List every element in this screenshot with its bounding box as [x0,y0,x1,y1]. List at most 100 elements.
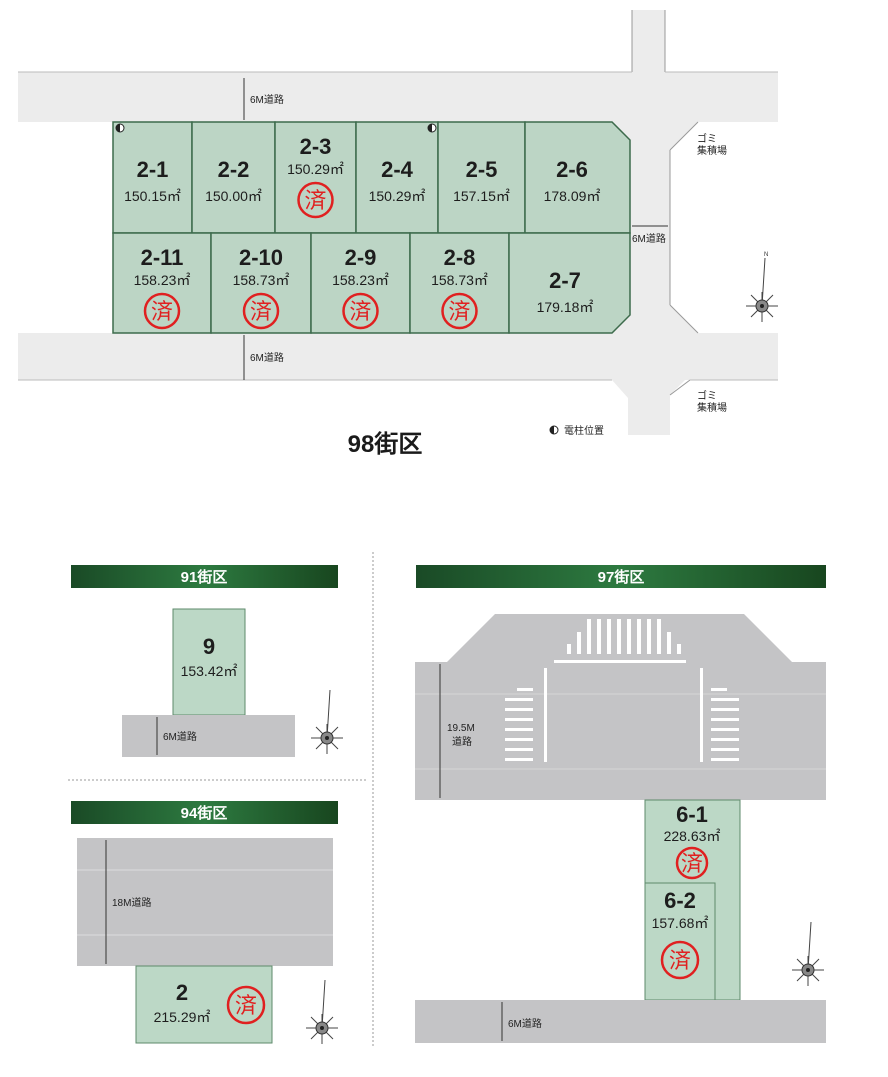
crosswalk-stripe [711,738,739,741]
lot-area: 158.73㎡ [233,272,290,288]
lot-number: 2-1 [137,157,169,182]
compass-icon [791,921,825,987]
utility-pole-icon [427,123,437,133]
road [415,1000,826,1043]
crosswalk-stripe [711,708,739,711]
lot-area: 153.42㎡ [181,663,238,679]
compass-icon [310,689,344,755]
crosswalk-stripe [711,698,739,701]
lot-area: 158.23㎡ [332,272,389,288]
crosswalk-stripe [505,758,533,761]
crosswalk-stripe [627,619,631,654]
lot-area: 158.23㎡ [134,272,191,288]
crosswalk-stripe [711,748,739,751]
sold-stamp: 済 [226,985,266,1025]
road-label: 6M道路 [163,730,197,743]
crosswalk-stripe [637,619,641,654]
block-header-bar [416,565,826,588]
crosswalk-stripe [711,758,739,761]
crosswalk-stripe [505,728,533,731]
lot-area: 179.18㎡ [537,299,594,315]
crosswalk-stripe [505,738,533,741]
svg-text:済: 済 [349,300,371,325]
lot-area: 215.29㎡ [154,1009,211,1025]
road-right-section [612,122,698,333]
crosswalk-stripe [657,619,661,654]
legend-pole-label: 電柱位置 [564,424,604,437]
crosswalk-markings [505,619,739,762]
road-label: 19.5M [447,723,475,734]
lot-number: 2-2 [218,157,250,182]
svg-text:済: 済 [669,949,691,974]
crosswalk-stripe [597,619,601,654]
compass-icon [745,257,779,323]
crosswalk-stripe [505,748,533,751]
sold-stamp: 済 [342,292,379,330]
lot-shape [524,121,631,234]
road-label-bottom: 6M道路 [250,351,284,364]
crosswalk-stripe [607,619,611,654]
svg-text:済: 済 [250,300,272,325]
crosswalk-stripe [505,698,533,701]
svg-text:済: 済 [448,300,470,325]
sold-stamp: 済 [143,292,181,330]
lot-area: 157.68㎡ [652,915,709,931]
crosswalk-stripe [587,619,591,654]
intersection-road [415,614,826,800]
lot-2[interactable] [135,965,273,1044]
lot-number: 2-6 [556,157,588,182]
lot-2-6[interactable]: 2-6 178.09㎡ [524,121,631,234]
lot-area: 150.29㎡ [369,188,426,204]
road-junction [612,380,685,435]
compass-icon [305,979,339,1045]
block-97: 97街区 19.5M 道路 6-1 228.63㎡ 済 6-2 157.68㎡ … [415,565,826,1043]
road-label-right: 6M道路 [632,232,666,245]
stop-line [544,668,547,762]
lot-area: 157.15㎡ [453,188,510,204]
crosswalk-stripe [517,688,533,691]
block-94: 94街区 18M道路 2 215.29㎡ 済 [71,801,339,1045]
sold-stamp: 済 [675,846,709,880]
garbage-label: 集積場 [697,401,727,414]
lot-number: 2-7 [549,268,581,293]
lot-2-7[interactable]: 2-7 179.18㎡ [508,232,631,334]
block-title: 97街区 [598,568,645,586]
lot-number: 2-11 [141,245,184,270]
crosswalk-stripe [647,619,651,654]
crosswalk-stripe [567,644,571,654]
lot-shape [508,232,631,334]
lot-area: 178.09㎡ [544,188,601,204]
stop-line [700,668,703,762]
crosswalk-stripe [677,644,681,654]
svg-text:済: 済 [235,994,257,1019]
lot-number: 6-2 [664,888,696,913]
utility-pole-icon [115,123,125,133]
lot-area: 228.63㎡ [664,828,721,844]
lot-number: 2-10 [239,245,283,270]
block-header-bar [71,801,338,824]
road-bottom [18,333,778,380]
sold-stamp: 済 [441,292,478,330]
stop-line [554,660,686,663]
crosswalk-stripe [505,718,533,721]
lot-9[interactable] [172,608,246,716]
garbage-label: ゴミ [697,389,717,402]
utility-pole-legend-icon [549,425,559,435]
lot-area: 158.73㎡ [431,272,488,288]
block-title: 94街区 [181,804,228,822]
block-header-bar [71,565,338,588]
lot-number: 2-9 [345,245,377,270]
svg-text:済: 済 [681,852,703,877]
road [77,838,333,966]
road-label: 6M道路 [508,1017,542,1030]
